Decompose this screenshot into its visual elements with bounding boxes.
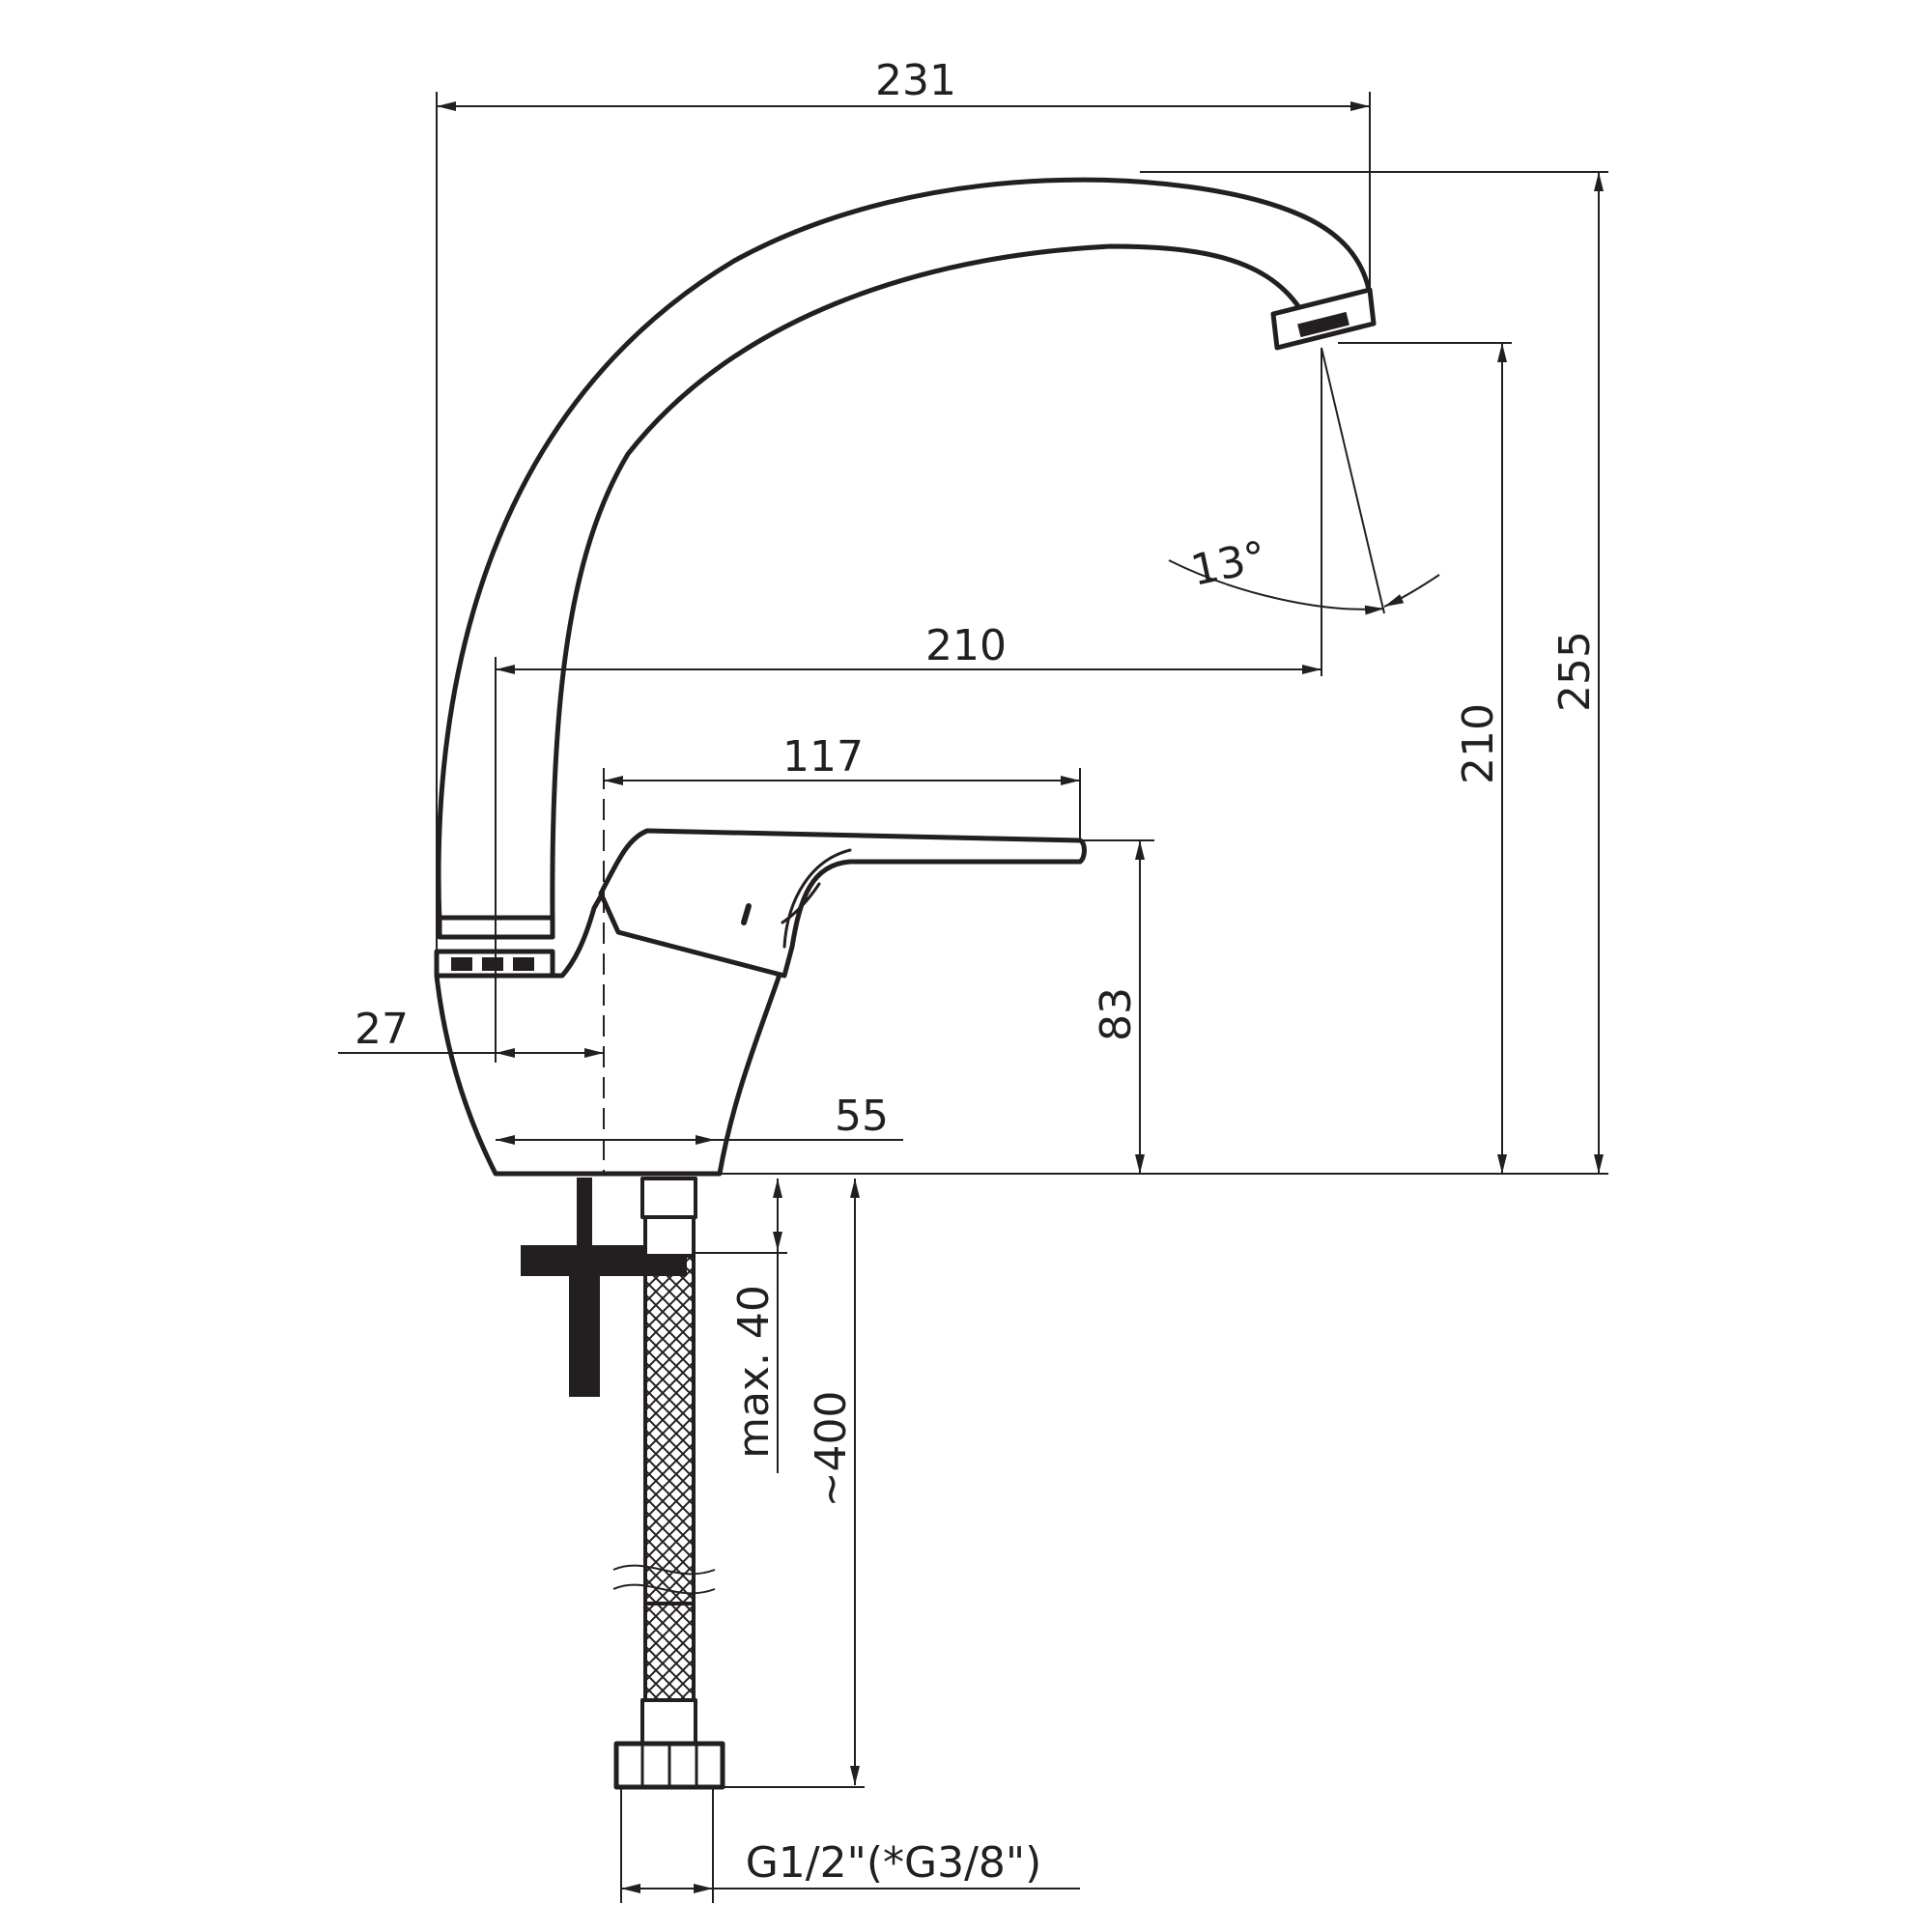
label-offset: 27 [355,1005,409,1054]
dimension-labels: 231 255 210 210 13° 117 83 27 55 max. 40… [355,56,1600,1888]
label-thread-size: G1/2"(*G3/8") [746,1838,1042,1888]
supply-hose [612,1177,725,1790]
label-max-deck-thickness: max. 40 [729,1285,779,1459]
label-overall-width: 231 [875,56,956,105]
label-base-diameter: 55 [835,1092,889,1141]
label-spout-height: 210 [1454,703,1503,784]
label-overall-height: 255 [1550,631,1600,712]
dimension-lines [338,92,1608,1903]
lever-handle [598,828,1087,979]
label-spout-reach: 210 [925,621,1007,670]
faucet-body [434,177,1377,1177]
mounting-stud [521,1178,687,1397]
label-body-height: 83 [1092,987,1141,1041]
label-swivel-angle: 13° [1187,532,1271,596]
aerator [1270,287,1377,351]
label-lever-length: 117 [782,732,864,781]
label-hose-length: ~400 [807,1391,856,1508]
